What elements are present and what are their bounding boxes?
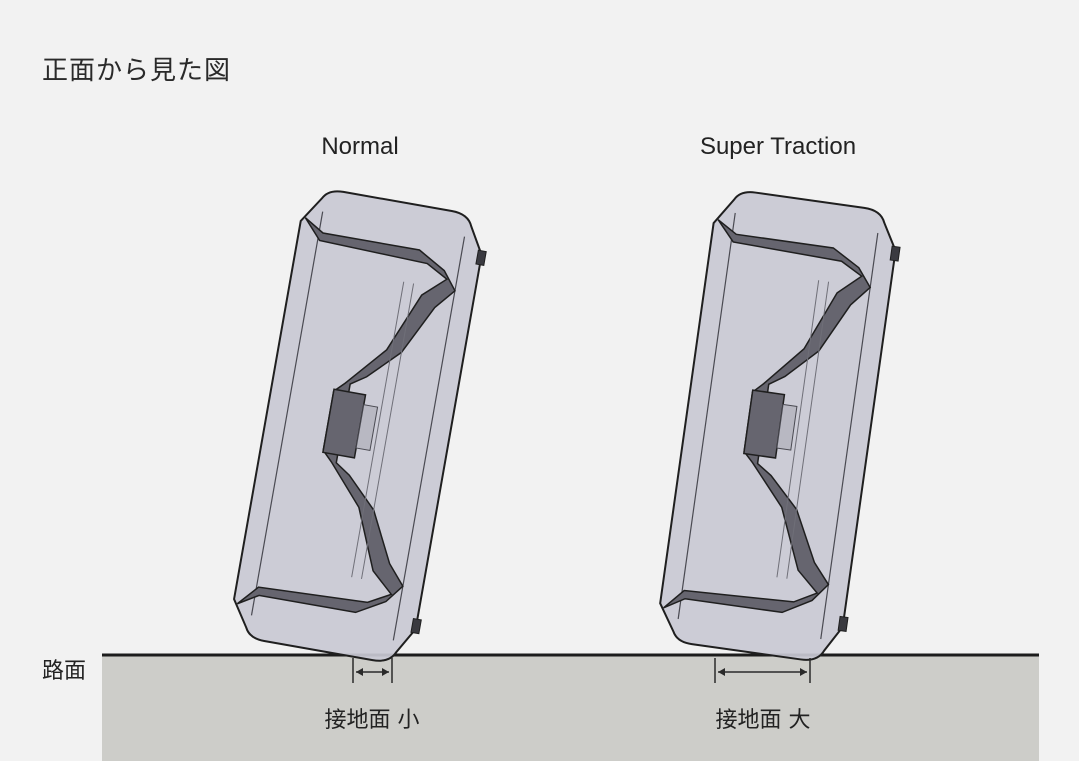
tire-super-traction	[654, 186, 906, 667]
contact-arrow-super-traction	[714, 658, 811, 683]
contact-label-normal: 接地面 小	[324, 708, 420, 733]
page-title: 正面から見た図	[42, 56, 232, 86]
road-label: 路面	[42, 659, 87, 684]
tire-normal	[226, 184, 494, 669]
variant-label-super-traction: Super Traction	[699, 133, 857, 160]
variant-label-normal: Normal	[321, 133, 399, 160]
road-surface	[102, 655, 1039, 761]
contact-arrow-normal	[352, 658, 393, 683]
contact-label-super-traction: 接地面 大	[715, 708, 811, 733]
